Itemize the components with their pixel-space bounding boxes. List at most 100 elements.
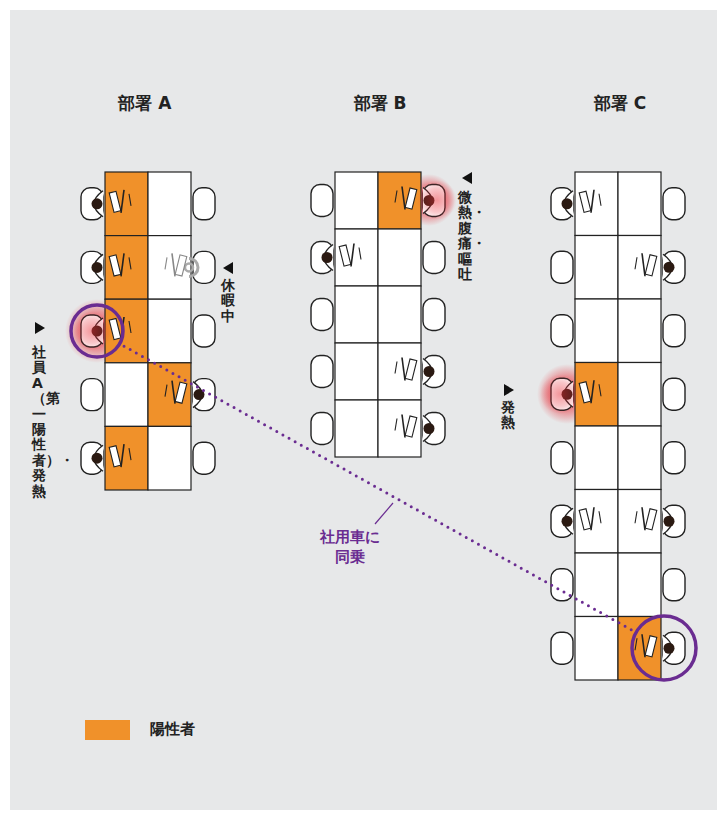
desk-cell bbox=[148, 363, 191, 427]
laptop-base bbox=[579, 382, 591, 403]
circle-stroke bbox=[632, 616, 696, 680]
laptop-base bbox=[175, 255, 187, 276]
chair bbox=[81, 379, 103, 411]
desk-cell bbox=[618, 363, 661, 427]
desk-cell bbox=[378, 286, 421, 343]
desk-cell bbox=[335, 400, 378, 457]
phone bbox=[395, 191, 397, 203]
phone bbox=[129, 194, 131, 206]
pointer-triangle bbox=[504, 384, 514, 396]
phone bbox=[635, 511, 637, 523]
chair bbox=[551, 251, 573, 283]
phone bbox=[129, 448, 131, 460]
desk-cell bbox=[105, 172, 148, 236]
department-area: 部署 B bbox=[300, 88, 460, 468]
chair bbox=[663, 632, 685, 664]
chair bbox=[551, 632, 573, 664]
chair bbox=[663, 315, 685, 347]
person-head bbox=[92, 198, 103, 209]
phone bbox=[599, 511, 601, 523]
laptop-base bbox=[579, 509, 591, 530]
circle-outline bbox=[630, 614, 698, 682]
pointer-triangle bbox=[462, 172, 472, 184]
fever-glow bbox=[540, 374, 580, 414]
desk-cell bbox=[378, 229, 421, 286]
laptop-screen bbox=[172, 253, 175, 276]
chair bbox=[551, 442, 573, 474]
laptop-base bbox=[405, 188, 417, 209]
phone bbox=[129, 321, 131, 333]
desk-cell bbox=[618, 236, 661, 300]
desk-cell bbox=[148, 299, 191, 363]
chair bbox=[193, 251, 215, 283]
phone bbox=[165, 385, 167, 397]
chair bbox=[423, 242, 445, 274]
callout-text: 微熱・腹痛・嘔吐 bbox=[458, 190, 472, 282]
desk-cell bbox=[148, 172, 191, 236]
chair bbox=[551, 505, 573, 537]
chair bbox=[81, 251, 103, 283]
laptop-base bbox=[645, 255, 657, 276]
chair bbox=[423, 299, 445, 331]
laptop-screen bbox=[402, 358, 405, 381]
desk-cell bbox=[105, 236, 148, 300]
chair bbox=[663, 251, 685, 283]
chair bbox=[311, 356, 333, 388]
desk-cell bbox=[618, 299, 661, 363]
desk-cell bbox=[105, 426, 148, 490]
phone bbox=[635, 638, 637, 650]
person-head bbox=[92, 262, 103, 273]
panel-ground bbox=[10, 10, 717, 810]
person-head bbox=[664, 262, 675, 273]
laptop-base bbox=[645, 509, 657, 530]
chair bbox=[663, 378, 685, 410]
phone bbox=[599, 194, 601, 206]
laptop-screen bbox=[642, 253, 645, 276]
person-head bbox=[664, 516, 675, 527]
phone bbox=[599, 384, 601, 396]
laptop-base bbox=[339, 245, 351, 266]
desk-cell bbox=[335, 343, 378, 400]
desk-cell bbox=[575, 172, 618, 236]
desk-cell bbox=[335, 229, 378, 286]
phone bbox=[395, 362, 397, 374]
laptop-screen bbox=[172, 381, 175, 404]
laptop-base bbox=[175, 382, 187, 403]
chair bbox=[551, 188, 573, 220]
chair bbox=[663, 442, 685, 474]
phone bbox=[129, 257, 131, 269]
highlight-circle bbox=[630, 614, 698, 682]
desk-cell bbox=[335, 286, 378, 343]
fever-glow bbox=[72, 311, 112, 351]
desk-cell bbox=[575, 363, 618, 427]
laptop-screen bbox=[402, 187, 405, 210]
laptop-base bbox=[645, 636, 657, 657]
person-head bbox=[424, 423, 435, 434]
chair bbox=[193, 315, 215, 347]
laptop-base bbox=[405, 359, 417, 380]
chair bbox=[663, 569, 685, 601]
department-title: 部署 B bbox=[300, 92, 460, 115]
desk-cell bbox=[618, 553, 661, 617]
desk-cell bbox=[575, 490, 618, 554]
chair bbox=[81, 442, 103, 474]
chair bbox=[311, 413, 333, 445]
laptop-base bbox=[109, 191, 121, 212]
leader-line bbox=[375, 503, 393, 524]
laptop-screen bbox=[121, 190, 124, 213]
phone bbox=[635, 257, 637, 269]
desk-cell bbox=[335, 172, 378, 229]
laptop-screen bbox=[351, 244, 354, 267]
phone bbox=[165, 257, 167, 269]
laptop-base bbox=[405, 416, 417, 437]
desk-cell bbox=[575, 236, 618, 300]
laptop-screen bbox=[402, 415, 405, 438]
legend-text: 陽性者 bbox=[150, 720, 195, 739]
department-title: 部署 A bbox=[70, 92, 220, 115]
department-title: 部署 C bbox=[535, 92, 705, 115]
laptop-screen bbox=[591, 507, 594, 530]
desk-cell bbox=[378, 343, 421, 400]
callout-text: 社員A（第一陽性者）・発熱 bbox=[32, 345, 46, 499]
